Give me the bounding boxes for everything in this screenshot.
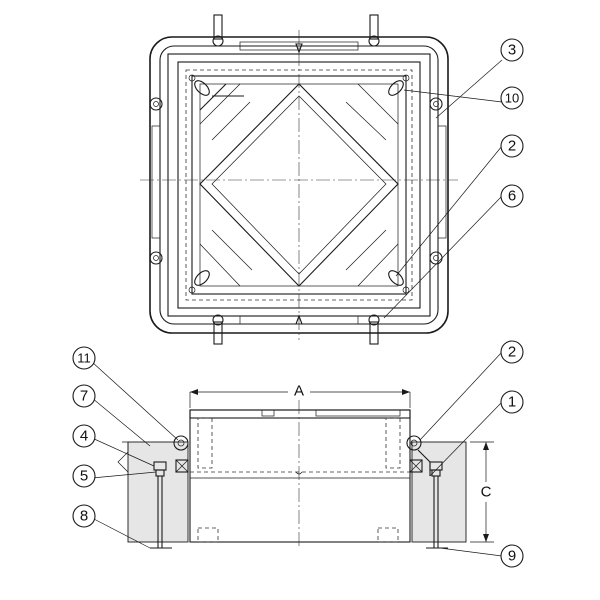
- right-hinge: [406, 435, 422, 451]
- dimension-a-label: A: [294, 383, 304, 400]
- leader-lines: [91, 59, 503, 557]
- svg-text:8: 8: [80, 508, 88, 525]
- callout-2-top: 2: [500, 134, 524, 158]
- left-hinge: [173, 435, 189, 451]
- corner-brackets: [188, 74, 410, 294]
- svg-text:11: 11: [77, 351, 91, 366]
- dimension-c-label: C: [481, 484, 492, 501]
- svg-text:4: 4: [80, 428, 88, 445]
- callout-10: 10: [500, 86, 524, 110]
- box-body: [189, 409, 411, 543]
- svg-text:5: 5: [80, 468, 88, 485]
- svg-text:10: 10: [505, 91, 519, 106]
- section-view: A C: [117, 382, 496, 549]
- callout-8: 8: [72, 504, 96, 528]
- callout-3: 3: [500, 38, 524, 62]
- callout-6: 6: [500, 184, 524, 208]
- svg-text:1: 1: [508, 394, 516, 411]
- callout-11: 11: [72, 346, 96, 370]
- svg-text:3: 3: [508, 42, 516, 59]
- bolt-tabs: [149, 14, 447, 345]
- top-view: [140, 14, 458, 345]
- callout-4: 4: [72, 424, 96, 448]
- svg-text:2: 2: [508, 138, 516, 155]
- callout-5: 5: [72, 464, 96, 488]
- callout-7: 7: [72, 384, 96, 408]
- svg-text:9: 9: [508, 548, 516, 565]
- callout-9: 9: [500, 544, 524, 568]
- callout-1: 1: [500, 390, 524, 414]
- svg-text:2: 2: [508, 344, 516, 361]
- callout-2-bottom: 2: [500, 340, 524, 364]
- svg-text:7: 7: [80, 388, 88, 405]
- svg-text:6: 6: [508, 188, 516, 205]
- right-slab: [411, 441, 467, 543]
